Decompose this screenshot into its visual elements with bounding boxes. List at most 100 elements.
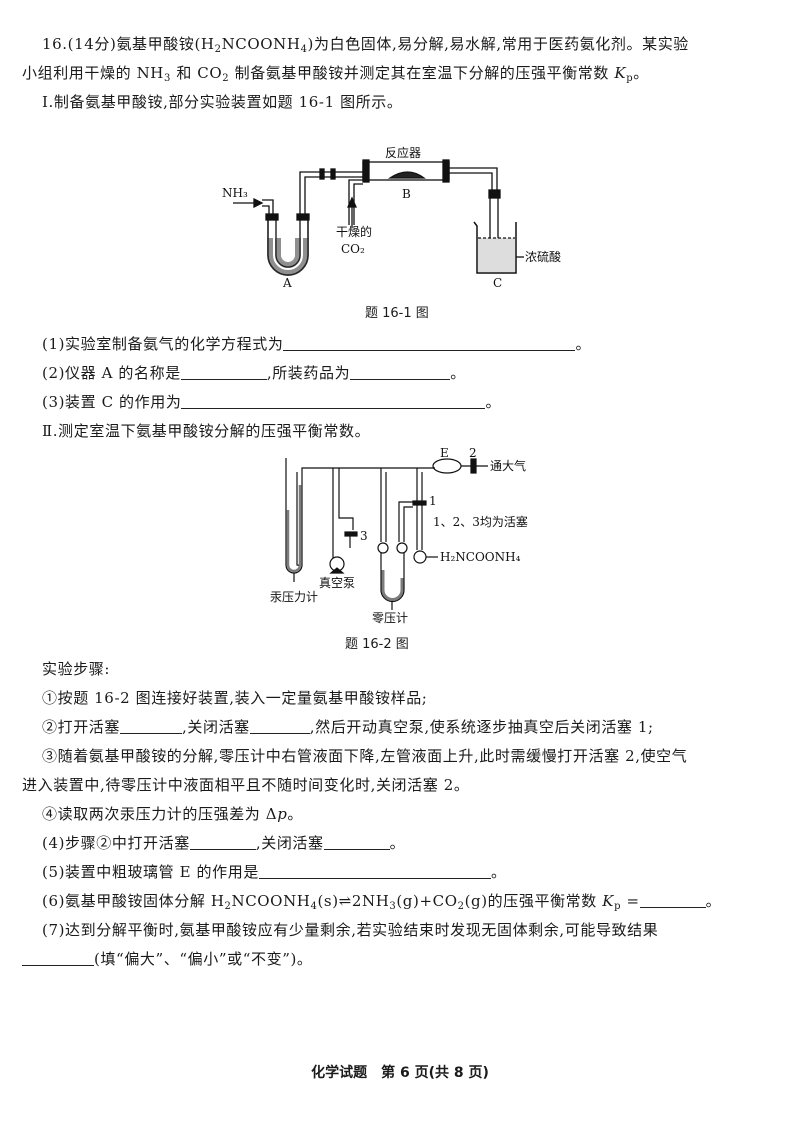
figure-16-1: NH₃ 反应器 B 干燥的 CO₂ 浓硫酸 A C <box>222 145 561 290</box>
hg-manometer-label: 汞压力计 <box>270 590 318 604</box>
text-segment: NCOONH <box>221 35 301 53</box>
text-line: ④读取两次汞压力计的压强差为 Δp。 <box>42 804 303 824</box>
text-segment: Ⅰ.制备氨基甲酸铵,部分实验装置如题 16-1 图所示。 <box>42 93 403 111</box>
text-segment: (4)步骤②中打开活塞 <box>42 834 190 852</box>
page-footer: 化学试题 第 6 页(共 8 页) <box>311 1065 489 1081</box>
subscript: p <box>626 73 634 84</box>
subscript: p <box>614 901 622 912</box>
text-line: ③随着氨基甲酸铵的分解,零压计中右管液面下降,左管液面上升,此时需缓慢打开活塞 … <box>42 746 687 766</box>
text-line: 实验步骤: <box>42 659 110 679</box>
text-segment: (6)氨基甲酸铵固体分解 H <box>42 892 225 910</box>
stopcock-1 <box>412 500 427 506</box>
figure-16-2-caption: 题 16-2 图 <box>345 637 409 652</box>
text-segment: 。 <box>575 335 592 353</box>
text-segment: 小组利用干燥的 NH <box>22 64 164 82</box>
atm-label: 通大气 <box>490 458 526 473</box>
dry-label: 干燥的 <box>336 224 372 239</box>
answer-blank[interactable] <box>639 893 706 908</box>
answer-blank[interactable] <box>323 835 390 850</box>
subscript: 3 <box>389 901 397 912</box>
e-label: E <box>440 446 449 460</box>
sample-flask <box>413 550 427 564</box>
text-segment: NCOONH <box>231 892 311 910</box>
answer-blank[interactable] <box>180 365 267 380</box>
text-line: 16.(14分)氨基甲酸铵(H2NCOONH4)为白色固体,易分解,易水解,常用… <box>42 34 689 55</box>
pump-label: 真空泵 <box>319 576 355 590</box>
text-line: ②打开活塞,关闭活塞,然后开动真空泵,使系统逐步抽真空后关闭活塞 1; <box>42 717 654 737</box>
text-segment: 制备氨基甲酸铵并测定其在室温下分解的压强平衡常数 <box>229 64 615 82</box>
acid-label: 浓硫酸 <box>525 249 561 264</box>
subscript: 2 <box>457 901 465 912</box>
subscript: 4 <box>310 901 318 912</box>
co2-label: CO₂ <box>341 242 365 256</box>
text-segment: 。 <box>705 892 722 910</box>
text-segment: 。 <box>389 834 406 852</box>
text-segment: 实验步骤: <box>42 660 111 678</box>
answer-blank[interactable] <box>350 365 451 380</box>
stopcock-3-label: 3 <box>360 529 368 543</box>
text-segment: ,关闭活塞 <box>182 718 250 736</box>
italic-symbol: K <box>602 892 615 910</box>
text-segment: (1)实验室制备氨气的化学方程式为 <box>42 335 284 353</box>
text-segment: = <box>621 892 640 910</box>
text-segment: Ⅱ.测定室温下氨基甲酸铵分解的压强平衡常数。 <box>42 422 371 440</box>
text-segment: (g)+CO <box>396 892 458 910</box>
text-segment: 进入装置中,待零压计中液面相平且不随时间变化时,关闭活塞 2。 <box>22 776 470 794</box>
subscript: 4 <box>300 44 308 55</box>
text-segment: (3)装置 C 的作用为 <box>42 393 182 411</box>
text-segment: 。 <box>450 364 466 382</box>
text-line: (2)仪器 A 的名称是 ,所装药品为 。 <box>42 363 466 383</box>
text-segment: ,所装药品为 <box>266 364 351 382</box>
text-segment: ③随着氨基甲酸铵的分解,零压计中右管液面下降,左管液面上升,此时需缓慢打开活塞 … <box>42 747 688 765</box>
text-segment: ①按题 16-2 图连接好装置,装入一定量氨基甲酸铵样品; <box>42 689 428 707</box>
b-label: B <box>402 187 411 201</box>
text-segment: (s)⇌2NH <box>317 892 390 910</box>
text-line: (填“偏大”、“偏小”或“不变”)。 <box>22 949 313 969</box>
answer-blank[interactable] <box>22 951 94 966</box>
text-line: Ⅰ.制备氨基甲酸铵,部分实验装置如题 16-1 图所示。 <box>42 92 403 112</box>
text-line: (4)步骤②中打开活塞,关闭活塞。 <box>42 833 405 853</box>
text-segment: 。 <box>485 393 502 411</box>
text-line: (7)达到分解平衡时,氨基甲酸铵应有少量剩余,若实验结束时发现无固体剩余,可能导… <box>42 920 658 940</box>
answer-blank[interactable] <box>120 719 183 734</box>
text-segment: 16.(14分)氨基甲酸铵(H <box>42 35 215 53</box>
text-segment: 和 CO <box>170 64 223 82</box>
figure-16-2: E 2 通大气 1 1、2、3均为活塞 3 H₂NCOONH₄ 汞压力计 真空泵… <box>270 446 528 625</box>
subscript: 3 <box>163 73 171 84</box>
reactor-label: 反应器 <box>385 145 421 160</box>
text-segment: ,然后开动真空泵,使系统逐步抽真空后关闭活塞 1; <box>309 718 654 736</box>
text-line: Ⅱ.测定室温下氨基甲酸铵分解的压强平衡常数。 <box>42 421 370 441</box>
text-segment: )为白色固体,易分解,易水解,常用于医药氨化剂。某实验 <box>307 35 689 53</box>
italic-symbol: p <box>277 805 288 823</box>
c-label: C <box>493 276 502 290</box>
stopcock-3 <box>344 531 358 537</box>
subscript: 2 <box>222 73 230 84</box>
text-line: (3)装置 C 的作用为 。 <box>42 392 501 412</box>
text-segment: (填“偏大”、“偏小”或“不变”)。 <box>94 950 313 968</box>
text-segment: (2)仪器 A 的名称是 <box>42 364 181 382</box>
text-line: (6)氨基甲酸铵固体分解 H2NCOONH4(s)⇌2NH3(g)+CO2(g)… <box>42 891 722 912</box>
text-line: ①按题 16-2 图连接好装置,装入一定量氨基甲酸铵样品; <box>42 688 427 708</box>
tube-e <box>432 458 462 474</box>
sample-heap <box>387 171 426 179</box>
text-segment: 。 <box>633 64 649 82</box>
figure-16-1-caption: 题 16-1 图 <box>365 306 429 321</box>
text-line: 小组利用干燥的 NH3 和 CO2 制备氨基甲酸铵并测定其在室温下分解的压强平衡… <box>22 63 649 84</box>
text-segment: (5)装置中粗玻璃管 E 的作用是 <box>42 863 259 881</box>
text-segment: 。 <box>287 805 304 823</box>
a-label: A <box>282 276 292 290</box>
italic-symbol: K <box>614 64 627 82</box>
text-segment: ④读取两次汞压力计的压强差为 Δ <box>42 805 278 823</box>
subscript: 2 <box>214 44 222 55</box>
answer-blank[interactable] <box>258 864 491 879</box>
stopcock-2-label: 2 <box>469 446 477 460</box>
answer-blank[interactable] <box>181 394 486 409</box>
answer-blank[interactable] <box>249 719 310 734</box>
beaker <box>473 221 517 274</box>
answer-blank[interactable] <box>189 835 256 850</box>
zero-manometer-label: 零压计 <box>372 611 408 625</box>
text-segment: 。 <box>490 863 507 881</box>
stopcock-1-label: 1 <box>429 494 437 508</box>
text-line: (5)装置中粗玻璃管 E 的作用是 。 <box>42 862 507 882</box>
answer-blank[interactable] <box>283 336 576 351</box>
